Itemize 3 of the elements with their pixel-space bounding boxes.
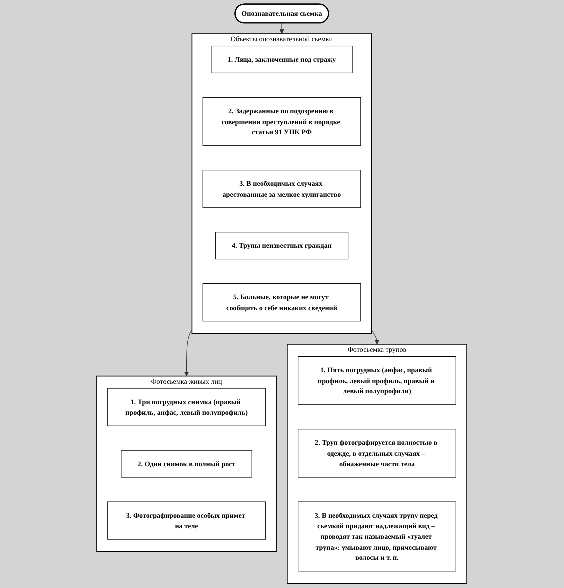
- arrow: [372, 330, 380, 345]
- arrow: [184, 330, 192, 377]
- arrow: [280, 22, 284, 34]
